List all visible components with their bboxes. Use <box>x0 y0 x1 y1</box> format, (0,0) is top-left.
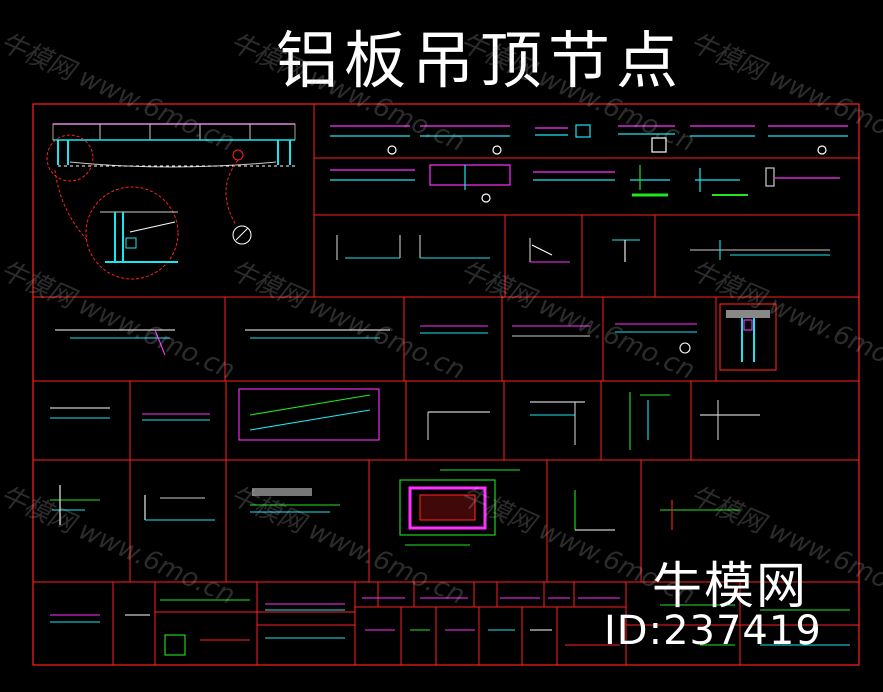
detail-row2 <box>55 303 777 371</box>
brand-logo-text: 牛模网 <box>652 557 808 615</box>
detail-row1-minis <box>330 124 848 203</box>
brand-id-label: ID:237419 <box>604 608 822 654</box>
detail-row1-lower <box>336 235 830 263</box>
detail-row4 <box>50 469 740 546</box>
detail-row3 <box>50 388 760 450</box>
detail-main-section <box>46 123 296 280</box>
grid-lines <box>33 104 859 665</box>
outer-frame <box>32 103 860 666</box>
drawing-title: 铝板吊顶节点 <box>275 24 684 97</box>
detail-bottom-row <box>50 597 850 656</box>
